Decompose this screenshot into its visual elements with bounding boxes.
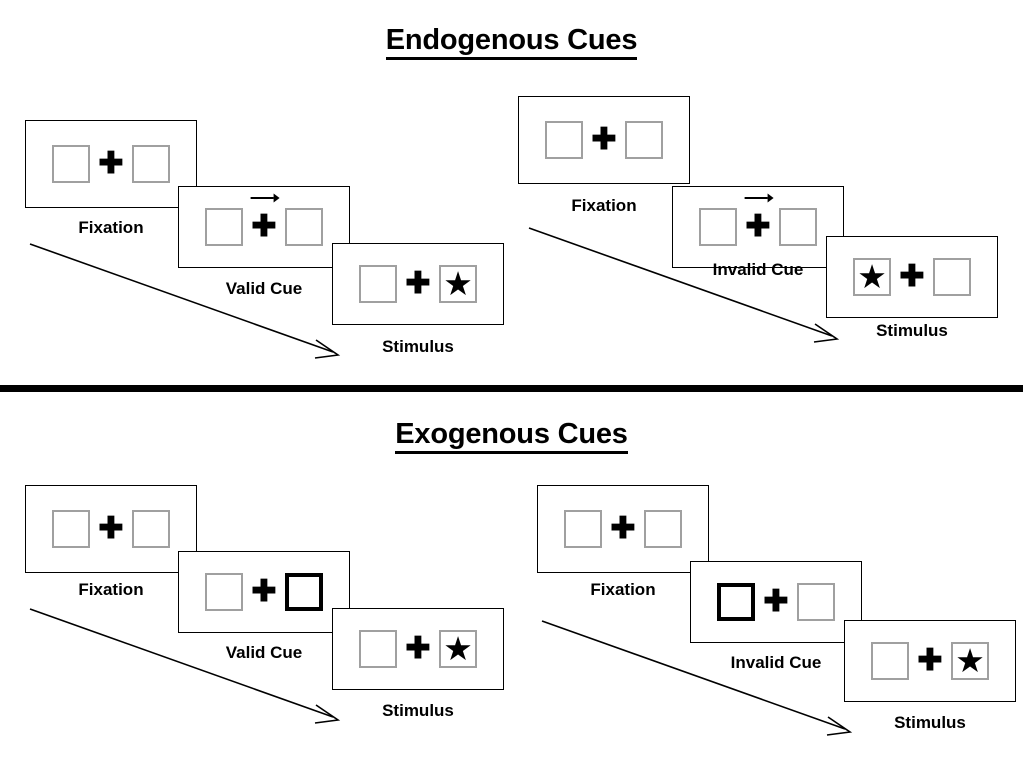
caption-exogenous-invalid-fixation: Fixation	[590, 580, 656, 599]
plus-icon: ✚	[98, 147, 124, 180]
right-placeholder-box	[132, 145, 170, 183]
left-placeholder-box	[871, 642, 909, 680]
fixation-cross: ✚	[243, 193, 285, 243]
panel-exogenous-valid-cue: ✚	[178, 551, 350, 633]
caption-endogenous-invalid-cue: Invalid Cue	[712, 260, 804, 279]
right-target-box: ★	[439, 265, 477, 303]
left-placeholder-box	[52, 510, 90, 548]
star-icon: ★	[443, 264, 473, 302]
arrow-right-icon	[250, 193, 280, 203]
left-placeholder-box	[52, 145, 90, 183]
left-placeholder-box	[359, 630, 397, 668]
plus-icon: ✚	[917, 644, 943, 677]
left-placeholder-box	[699, 208, 737, 246]
right-target-box: ★	[439, 630, 477, 668]
panel-exogenous-valid-stimulus: ✚ ★	[332, 608, 504, 690]
stimulus-row: ✚	[205, 573, 323, 611]
plus-icon: ✚	[98, 512, 124, 545]
caption-exogenous-valid-fixation: Fixation	[78, 580, 144, 599]
section-title-endogenous-text: Endogenous Cues	[385, 24, 637, 60]
plus-icon: ✚	[763, 585, 789, 618]
left-placeholder-box	[545, 121, 583, 159]
caption-exogenous-invalid-cue: Invalid Cue	[730, 653, 822, 672]
left-cued-box	[717, 583, 755, 621]
stimulus-row: ✚ ★	[359, 630, 477, 668]
right-cued-box	[285, 573, 323, 611]
section-divider	[0, 385, 1023, 392]
caption-endogenous-valid-cue: Valid Cue	[225, 279, 303, 298]
caption-exogenous-valid-cue: Valid Cue	[225, 643, 303, 662]
plus-icon: ✚	[405, 632, 431, 665]
plus-icon: ✚	[405, 267, 431, 300]
fixation-cross: ✚	[891, 262, 933, 292]
star-icon: ★	[857, 257, 887, 295]
right-placeholder-box	[132, 510, 170, 548]
stimulus-row: ✚	[545, 121, 663, 159]
caption-endogenous-valid-stimulus: Stimulus	[382, 337, 454, 356]
section-title-exogenous: Exogenous Cues	[0, 418, 1023, 454]
right-placeholder-box	[644, 510, 682, 548]
fixation-cross: ✚	[397, 269, 439, 299]
plus-icon: ✚	[251, 210, 277, 243]
stimulus-row: ✚ ★	[871, 642, 989, 680]
caption-exogenous-valid-stimulus: Stimulus	[382, 701, 454, 720]
panel-endogenous-valid-stimulus: ✚ ★	[332, 243, 504, 325]
plus-icon: ✚	[899, 260, 925, 293]
fixation-cross: ✚	[243, 577, 285, 607]
left-target-box: ★	[853, 258, 891, 296]
right-placeholder-box	[625, 121, 663, 159]
plus-icon: ✚	[591, 123, 617, 156]
panel-exogenous-invalid-fixation: ✚	[537, 485, 709, 573]
fixation-cross: ✚	[90, 149, 132, 179]
caption-exogenous-invalid-stimulus: Stimulus	[894, 713, 966, 732]
right-target-box: ★	[951, 642, 989, 680]
stimulus-row: ✚	[52, 510, 170, 548]
star-icon: ★	[955, 641, 985, 679]
fixation-cross: ✚	[909, 646, 951, 676]
section-title-exogenous-text: Exogenous Cues	[395, 418, 628, 454]
caption-endogenous-invalid-stimulus: Stimulus	[876, 321, 948, 340]
stimulus-row: ✚ ★	[359, 265, 477, 303]
plus-icon: ✚	[610, 512, 636, 545]
plus-icon: ✚	[251, 575, 277, 608]
panel-endogenous-invalid-stimulus: ★ ✚	[826, 236, 998, 318]
panel-exogenous-invalid-stimulus: ✚ ★	[844, 620, 1016, 702]
stimulus-row: ✚	[717, 583, 835, 621]
panel-endogenous-invalid-cue: ✚	[672, 186, 844, 268]
panel-exogenous-valid-fixation: ✚	[25, 485, 197, 573]
fixation-cross: ✚	[397, 634, 439, 664]
left-placeholder-box	[205, 208, 243, 246]
plus-icon: ✚	[745, 210, 771, 243]
fixation-cross: ✚	[755, 587, 797, 617]
stimulus-row: ✚	[699, 193, 817, 246]
right-placeholder-box	[797, 583, 835, 621]
panel-endogenous-valid-cue: ✚	[178, 186, 350, 268]
arrow-right-icon	[744, 193, 774, 203]
left-placeholder-box	[205, 573, 243, 611]
right-placeholder-box	[933, 258, 971, 296]
fixation-cross: ✚	[602, 514, 644, 544]
fixation-cross: ✚	[90, 514, 132, 544]
caption-endogenous-valid-fixation: Fixation	[78, 218, 144, 237]
stimulus-row: ✚	[205, 193, 323, 246]
right-placeholder-box	[779, 208, 817, 246]
stimulus-row: ✚	[52, 145, 170, 183]
panel-exogenous-invalid-cue: ✚	[690, 561, 862, 643]
left-placeholder-box	[564, 510, 602, 548]
panel-endogenous-valid-fixation: ✚	[25, 120, 197, 208]
caption-endogenous-invalid-fixation: Fixation	[571, 196, 637, 215]
panel-endogenous-invalid-fixation: ✚	[518, 96, 690, 184]
star-icon: ★	[443, 629, 473, 667]
fixation-cross: ✚	[583, 125, 625, 155]
right-placeholder-box	[285, 208, 323, 246]
stimulus-row: ★ ✚	[853, 258, 971, 296]
left-placeholder-box	[359, 265, 397, 303]
stimulus-row: ✚	[564, 510, 682, 548]
section-title-endogenous: Endogenous Cues	[0, 24, 1023, 60]
fixation-cross: ✚	[737, 193, 779, 243]
